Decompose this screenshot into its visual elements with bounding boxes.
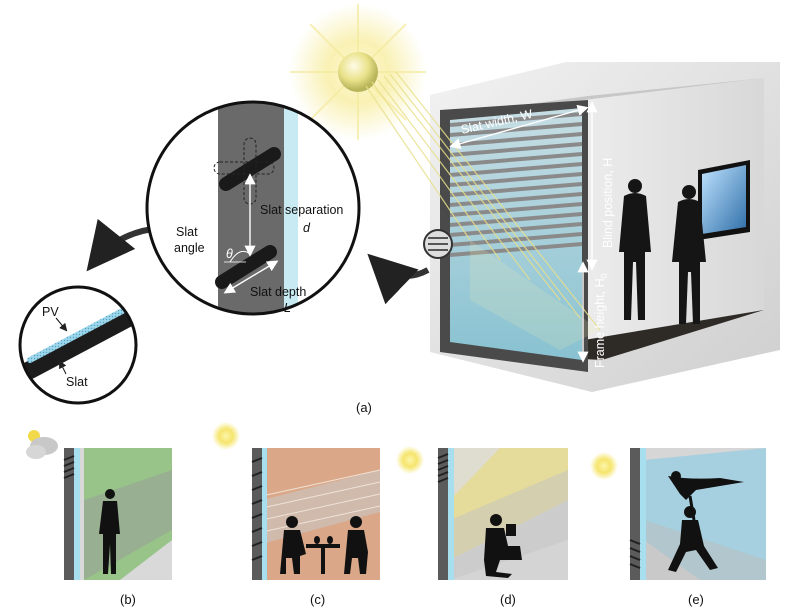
standing-person-icon xyxy=(99,489,120,574)
panel-b: (b) xyxy=(26,430,172,607)
slat-separation-label: Slat separation xyxy=(260,203,343,217)
slat-pv-circle: PV Slat xyxy=(18,285,138,405)
panel-label-e: (e) xyxy=(688,592,704,607)
cloud-sun-icon xyxy=(26,430,58,459)
panel-label-d: (d) xyxy=(500,592,516,607)
slat-angle-label-1: Slat xyxy=(176,225,198,239)
slat-depth-symbol: L xyxy=(284,301,291,315)
blind-position-label: Blind position, H xyxy=(601,158,615,248)
person-silhouette-2 xyxy=(672,185,706,324)
sun-icon xyxy=(290,4,426,140)
person-silhouette-1 xyxy=(619,179,651,320)
frame-height-label: Frame height, H0 xyxy=(593,273,609,368)
slat-separation-symbol: d xyxy=(303,221,311,235)
tv-icon xyxy=(698,160,750,240)
panel-c: (c) xyxy=(212,422,381,607)
panel-label-c: (c) xyxy=(310,592,325,607)
dancers-icon xyxy=(668,471,744,572)
pv-label: PV xyxy=(42,305,59,319)
slat-label: Slat xyxy=(66,375,88,389)
meeting-people-icon xyxy=(280,516,368,574)
sun-icon-small xyxy=(212,422,240,450)
panel-label-b: (b) xyxy=(120,592,136,607)
sun-icon-small xyxy=(590,452,618,480)
slat-depth-label: Slat depth xyxy=(250,285,306,299)
reading-person-icon xyxy=(484,514,522,578)
panel-e: (e) xyxy=(590,448,766,607)
sun-icon-small xyxy=(396,446,424,474)
blind-magnifier-icon xyxy=(423,229,453,259)
caption-a: (a) xyxy=(356,400,372,415)
slat-detail-circle: Slat separation d Slat angle θ Slat dept… xyxy=(145,100,361,316)
angle-symbol: θ xyxy=(226,247,233,261)
room-model: Slat width, W Blind position, H Frame he… xyxy=(365,62,780,392)
curved-arrow-to-detail xyxy=(367,253,430,305)
slat-angle-label-2: angle xyxy=(174,241,205,255)
panel-d: (d) xyxy=(396,446,568,607)
